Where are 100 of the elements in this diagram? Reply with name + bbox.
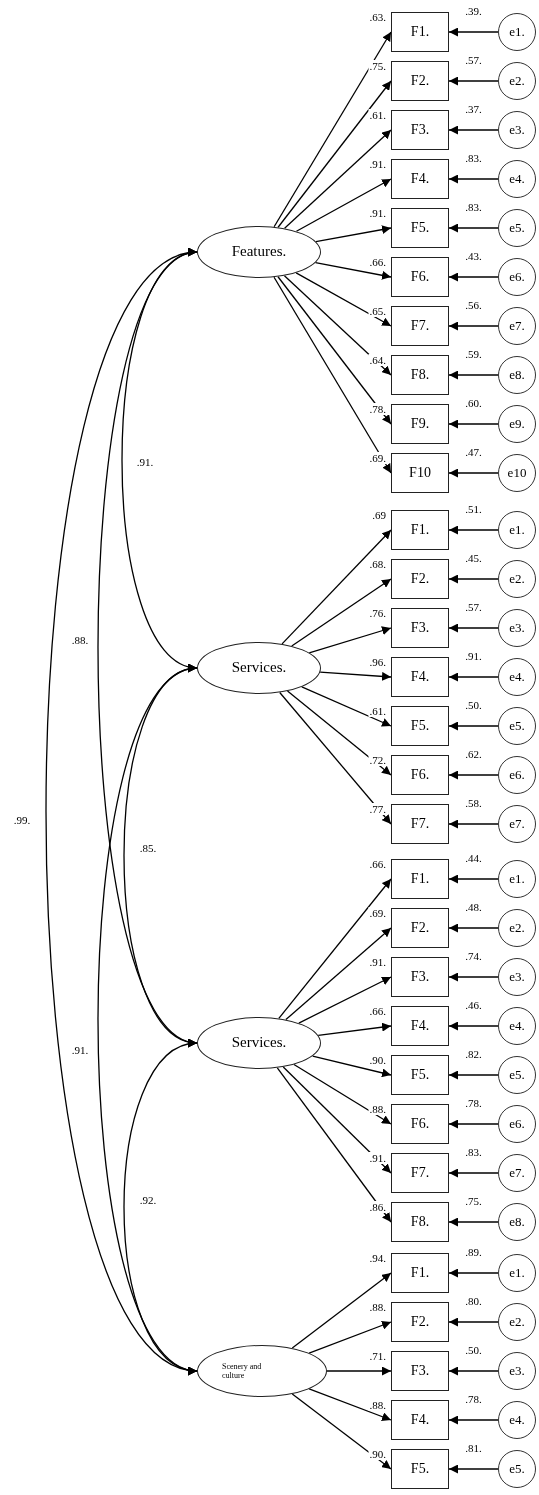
edge-label: .90. — [368, 1054, 387, 1066]
indicator-box: F8. — [391, 1202, 449, 1242]
edge-label: .92. — [138, 1194, 158, 1206]
edge-label: .69 — [371, 509, 387, 521]
edge-label: .81. — [464, 1442, 483, 1454]
arrow — [448, 76, 499, 86]
arrow — [448, 623, 499, 633]
indicator-box: F3. — [391, 957, 449, 997]
edge-label: .82. — [464, 1048, 483, 1060]
arrow — [312, 1055, 392, 1078]
arrow — [448, 370, 499, 380]
error-circle: e1. — [498, 13, 536, 51]
error-circle: e5. — [498, 209, 536, 247]
arrow — [448, 1070, 499, 1080]
indicator-box: F9. — [391, 404, 449, 444]
edge-label: .78. — [464, 1393, 483, 1405]
error-circle: e5. — [498, 1056, 536, 1094]
arrow — [326, 1366, 392, 1376]
edge-label: .88. — [368, 1103, 387, 1115]
indicator-box: F2. — [391, 908, 449, 948]
edge-label: .85. — [138, 842, 158, 854]
edge-label: .80. — [464, 1295, 483, 1307]
indicator-box: F4. — [391, 159, 449, 199]
edge-label: .69. — [368, 907, 387, 919]
arrow — [448, 770, 499, 780]
arrow — [448, 1317, 499, 1327]
edge-label: .78. — [368, 403, 387, 415]
arrow — [308, 1388, 392, 1421]
edge-label: .59. — [464, 348, 483, 360]
indicator-box: F7. — [391, 804, 449, 844]
edge-label: .75. — [368, 60, 387, 72]
arrow — [448, 1415, 499, 1425]
indicator-box: F1. — [391, 859, 449, 899]
indicator-box: F1. — [391, 510, 449, 550]
edge-label: .45. — [464, 552, 483, 564]
edge-label: .62. — [464, 748, 483, 760]
edge-label: .71. — [368, 1350, 387, 1362]
edge-label: .89. — [464, 1246, 483, 1258]
edge-label: .46. — [464, 999, 483, 1011]
edge-label: .56. — [464, 299, 483, 311]
indicator-box: F5. — [391, 1055, 449, 1095]
error-circle: e4. — [498, 1401, 536, 1439]
latent-ellipse: Services. — [197, 1017, 321, 1069]
indicator-box: F8. — [391, 355, 449, 395]
edge-label: .83. — [464, 201, 483, 213]
edge-label: .83. — [464, 1146, 483, 1158]
arrow — [273, 276, 392, 474]
error-circle: e6. — [498, 756, 536, 794]
edge-label: .91. — [368, 1152, 387, 1164]
error-circle: e9. — [498, 405, 536, 443]
indicator-box: F10 — [391, 453, 449, 493]
arrow — [291, 578, 392, 647]
arrow — [298, 976, 392, 1024]
arrow — [448, 1217, 499, 1227]
arrow — [448, 174, 499, 184]
edge-label: .51. — [464, 503, 483, 515]
error-circle: e4. — [498, 658, 536, 696]
error-circle: e7. — [498, 307, 536, 345]
error-circle: e8. — [498, 356, 536, 394]
edge-label: .39. — [464, 5, 483, 17]
arrow — [448, 819, 499, 829]
error-circle: e10 — [498, 454, 536, 492]
arrow — [283, 275, 392, 376]
indicator-box: F4. — [391, 657, 449, 697]
edge-label: .57. — [464, 601, 483, 613]
arrow — [308, 1321, 392, 1354]
edge-label: .47. — [464, 446, 483, 458]
edge-label: .63. — [368, 11, 387, 23]
indicator-box: F1. — [391, 1253, 449, 1293]
latent-ellipse: Scenery and culture — [197, 1345, 327, 1397]
indicator-box: F3. — [391, 110, 449, 150]
arrow — [448, 1268, 499, 1278]
edge-label: .44. — [464, 852, 483, 864]
arrow — [308, 626, 392, 654]
error-circle: e3. — [498, 958, 536, 996]
indicator-box: F5. — [391, 706, 449, 746]
edge-label: .91. — [135, 456, 155, 468]
arrow — [291, 1272, 392, 1349]
edge-label: .57. — [464, 54, 483, 66]
indicator-box: F1. — [391, 12, 449, 52]
indicator-box: F2. — [391, 559, 449, 599]
error-circle: e7. — [498, 1154, 536, 1192]
arrow — [295, 272, 392, 327]
edge-label: .88. — [70, 634, 90, 646]
arrow — [448, 468, 499, 478]
error-circle: e5. — [498, 1450, 536, 1488]
arrow — [283, 129, 392, 229]
indicator-box: F5. — [391, 1449, 449, 1489]
edge-label: .43. — [464, 250, 483, 262]
edge-label: .88. — [368, 1399, 387, 1411]
error-circle: e1. — [498, 860, 536, 898]
edge-label: .83. — [464, 152, 483, 164]
edge-label: .90. — [368, 1448, 387, 1460]
edge-label: .48. — [464, 901, 483, 913]
edge-label: .96. — [368, 656, 387, 668]
arrow — [277, 80, 392, 228]
latent-ellipse: Services. — [197, 642, 321, 694]
error-circle: e3. — [498, 1352, 536, 1390]
edge-label: .61. — [368, 705, 387, 717]
edge-label: .69. — [368, 452, 387, 464]
